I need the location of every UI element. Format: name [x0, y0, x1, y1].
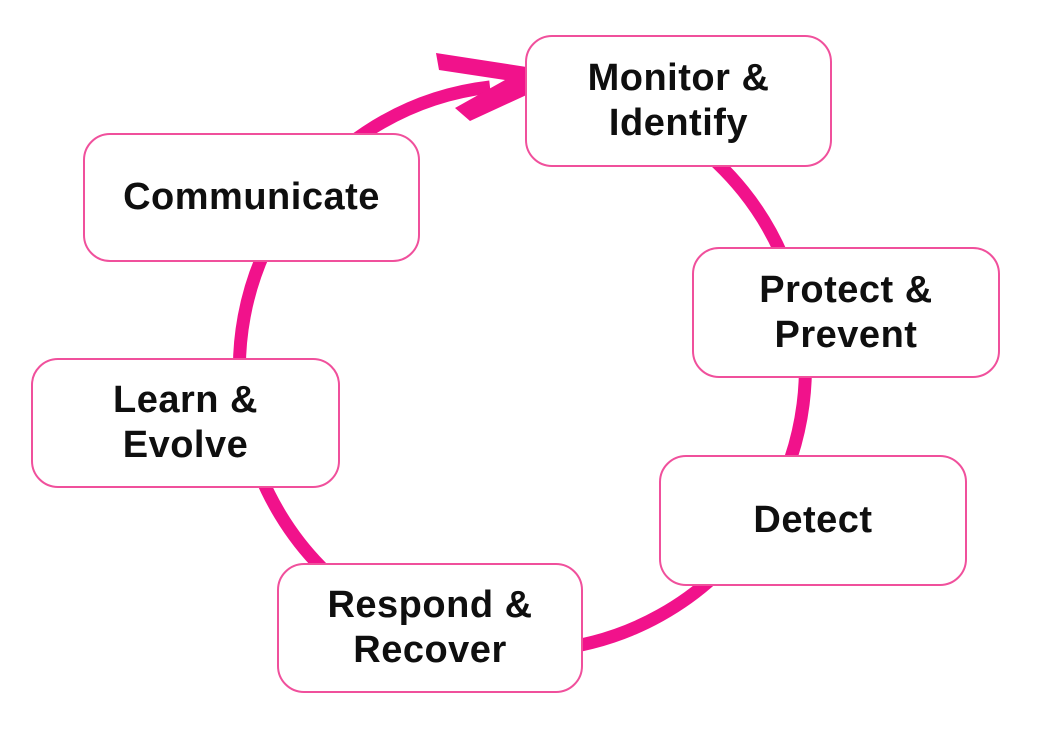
node-monitor-identify-label: Monitor & Identify: [587, 57, 770, 144]
node-communicate: Communicate: [83, 133, 420, 262]
node-learn-evolve: Learn & Evolve: [31, 358, 340, 488]
arrowhead-icon: [436, 53, 533, 121]
node-detect: Detect: [659, 455, 967, 586]
node-respond-recover: Respond & Recover: [277, 563, 583, 693]
node-protect-prevent-label: Protect & Prevent: [759, 268, 933, 356]
node-monitor-identify: Monitor & Identify: [525, 35, 832, 167]
node-learn-evolve-label: Learn & Evolve: [113, 379, 258, 466]
node-communicate-label: Communicate: [123, 176, 380, 219]
node-respond-recover-label: Respond & Recover: [327, 584, 533, 671]
node-protect-prevent: Protect & Prevent: [692, 247, 1000, 378]
node-detect-label: Detect: [753, 499, 873, 542]
